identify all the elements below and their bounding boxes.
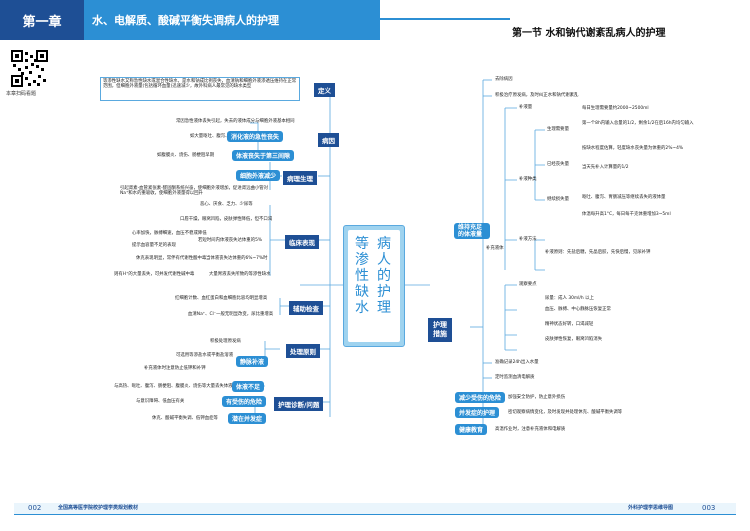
nursing-tag-2: 有受伤的危险	[222, 396, 267, 407]
left-page-number: 002	[28, 504, 42, 512]
clinical-label: 临床表现	[285, 235, 319, 249]
exam-item-2: 血清Na⁺、Cl⁻一般无明显改变，尿比重增高	[188, 312, 274, 317]
fluid-item-4: 继续损失量	[547, 197, 569, 202]
right-page-number: 003	[702, 504, 716, 512]
etiology-item-3: 如腹膜炎、烧伤、肠梗阻早期	[157, 153, 215, 158]
principle-item-1: 积极处理原发病	[210, 339, 241, 344]
page-header: 第一章 水、电解质、酸碱平衡失调病人的护理 第一节 水和钠代谢紊乱病人的护理	[0, 0, 750, 40]
etiology-label: 病因	[318, 133, 339, 147]
quality-item-3: 精神状态好转，口渴减轻	[545, 322, 594, 327]
clinical-item-3: 心率加快，脉搏细速，血压不稳或降低	[132, 231, 207, 236]
reduce-label: 减少受伤的危险	[455, 392, 506, 403]
quality-item-2: 血压、脉搏、中心静脉压恢复正常	[545, 307, 611, 312]
etiology-item-2: 如大量呕吐、腹泻、肠瘘等	[190, 134, 243, 139]
top-item-1: 去除病因	[495, 77, 513, 82]
fluid-text-3: 按缺水程度估算，轻度缺水丧失量为体重的2%~4%	[582, 146, 684, 151]
quality-label: 观察要点	[519, 282, 537, 287]
central-topic-col2: 病人的护理	[377, 236, 391, 316]
nursing-label: 护理诊断/问题	[274, 397, 324, 411]
central-topic: 等渗性缺水 病人的护理	[343, 225, 405, 347]
health-label: 健康教育	[455, 424, 488, 435]
exam-label: 辅助检查	[289, 301, 323, 315]
fluid-text-2: 第一个8h内输入总量的1/2，剩余1/2在后16h内均匀输入	[582, 121, 694, 126]
patho-text: 引起肾素-血管紧张素-醛固酮系统兴奋，使细胞外液增加，促进肾远曲小管对Na⁺和水…	[120, 186, 269, 197]
nursing-tag-3: 潜在并发症	[228, 413, 267, 424]
fluid-item-5: 补液种类	[519, 177, 537, 182]
fluid-text-6: 体温每升高1°C，每日每千克体重增加3~5ml	[582, 212, 671, 217]
fluid-item-3: 已经丧失量	[547, 162, 569, 167]
maintain-label: 维持充足的体液量	[454, 223, 490, 239]
patho-label: 病理生理	[283, 171, 317, 185]
daily-item-1: 准确记录24h出入水量	[495, 360, 539, 365]
principle-item-2: 可选用等渗盐水或平衡盐溶液	[176, 353, 234, 358]
etiology-sub2: 体液丧失于第三间隙	[232, 150, 295, 161]
section-title: 第一节 水和钠代谢紊乱病人的护理	[512, 28, 666, 39]
fluid-text-5: 呕吐、腹泻、胃肠减压等继续丢失的液体量	[582, 195, 666, 200]
chapter-label: 第一章	[0, 0, 84, 40]
clinical-item-2: 口唇干燥，眼窝凹陷，皮肤弹性降低，但不口渴	[180, 217, 273, 222]
reduce-text: 加强安全防护，防止意外损伤	[508, 395, 566, 400]
nursing-text-3: 休克、酸碱平衡失调、低钾血症等	[152, 416, 218, 421]
definition-text: 等渗性缺水又称急性缺水或混合性缺水，是水和钠成比例丧失，血清钠和细胞外液渗透压维…	[100, 77, 300, 101]
complication-label: 并发症的护理	[455, 407, 500, 418]
quality-item-4: 皮肤弹性恢复，眼窝凹陷消失	[545, 337, 603, 342]
right-footer-text: 外科护理学思维导图	[628, 505, 674, 511]
principle-item-3: 补充液体时注意防止低钾和补钾	[144, 366, 206, 371]
principle-sub: 静脉补液	[236, 356, 269, 367]
nursing-text-1: 与高热、呕吐、腹泻、肠梗阻、腹膜炎、烧伤等大量丢失体液有关	[114, 384, 242, 389]
header-divider	[380, 18, 510, 20]
fluid-item-1: 补液量	[519, 105, 533, 110]
clinical-item-9: 大量胃液丢失所致的等渗性缺水	[209, 272, 271, 277]
left-footer-text: 全国高等医学院校护理学类规划教材	[58, 505, 139, 511]
fluid-text-7: 补液原则：先盐后糖，先晶后胶，先快后慢，见尿补钾	[545, 250, 651, 255]
qr-caption: 本章扫码看题	[6, 91, 37, 97]
etiology-sub1: 消化液的急性丧失	[227, 131, 284, 142]
chapter-title: 水、电解质、酸碱平衡失调病人的护理	[84, 0, 380, 40]
daily-item-2: 定时监测血清电解质	[495, 375, 535, 380]
fluid-text-1: 每日生理需要量约2000~2500ml	[582, 106, 649, 111]
nursing-text-2: 与意识障碍、低血压有关	[136, 399, 185, 404]
fluid-text-4: 当天先补入计算量的1/2	[582, 165, 629, 170]
central-topic-col1: 等渗性缺水	[355, 236, 369, 316]
fluid-item-2: 生理需要量	[547, 127, 569, 132]
clinical-item-5: 提示血容量不足的表现	[132, 243, 176, 248]
footer-bar	[14, 503, 736, 515]
nursing-measures-hub: 护理措施	[428, 318, 452, 342]
exam-item-1: 红细胞计数、血红蛋白和血细胞比容均明显增高	[175, 296, 268, 301]
principle-label: 处理原则	[286, 344, 320, 358]
clinical-item-4: 若短时间内体液丧失达体重的5%	[198, 238, 263, 243]
clinical-item-7: 当体液丧失达体重的6%~7%时	[206, 256, 268, 261]
etiology-item-1: 常因急性液体丢失引起，失去的液体成分与细胞外液基本相同	[176, 119, 295, 124]
quality-item-1: 尿量：成人 30ml/h 以上	[545, 296, 594, 301]
nursing-tag-1: 体液不足	[232, 381, 265, 392]
clinical-item-1: 恶心、厌食、乏力、少尿等	[200, 202, 253, 207]
health-text: 高温作业时，注意补充液体和电解质	[495, 427, 566, 432]
patho-sub: 细胞外液减少	[236, 170, 281, 181]
fluid-item-6: 补液方法	[519, 237, 537, 242]
qr-code-icon[interactable]	[11, 50, 48, 87]
clinical-item-8: 则有H⁺的大量丢失，可并发代谢性碱中毒	[114, 272, 195, 277]
fluid-label: 补充液体	[486, 246, 504, 251]
definition-label: 定义	[314, 83, 335, 97]
complication-text: 密切观察病情变化，及时发现并处理休克、酸碱平衡失调等	[508, 410, 623, 415]
top-item-2: 积极治疗原发病，及时纠正水和钠代谢紊乱	[495, 93, 579, 98]
clinical-item-6: 休克表现明显，常伴有代谢性酸中毒	[136, 256, 207, 261]
